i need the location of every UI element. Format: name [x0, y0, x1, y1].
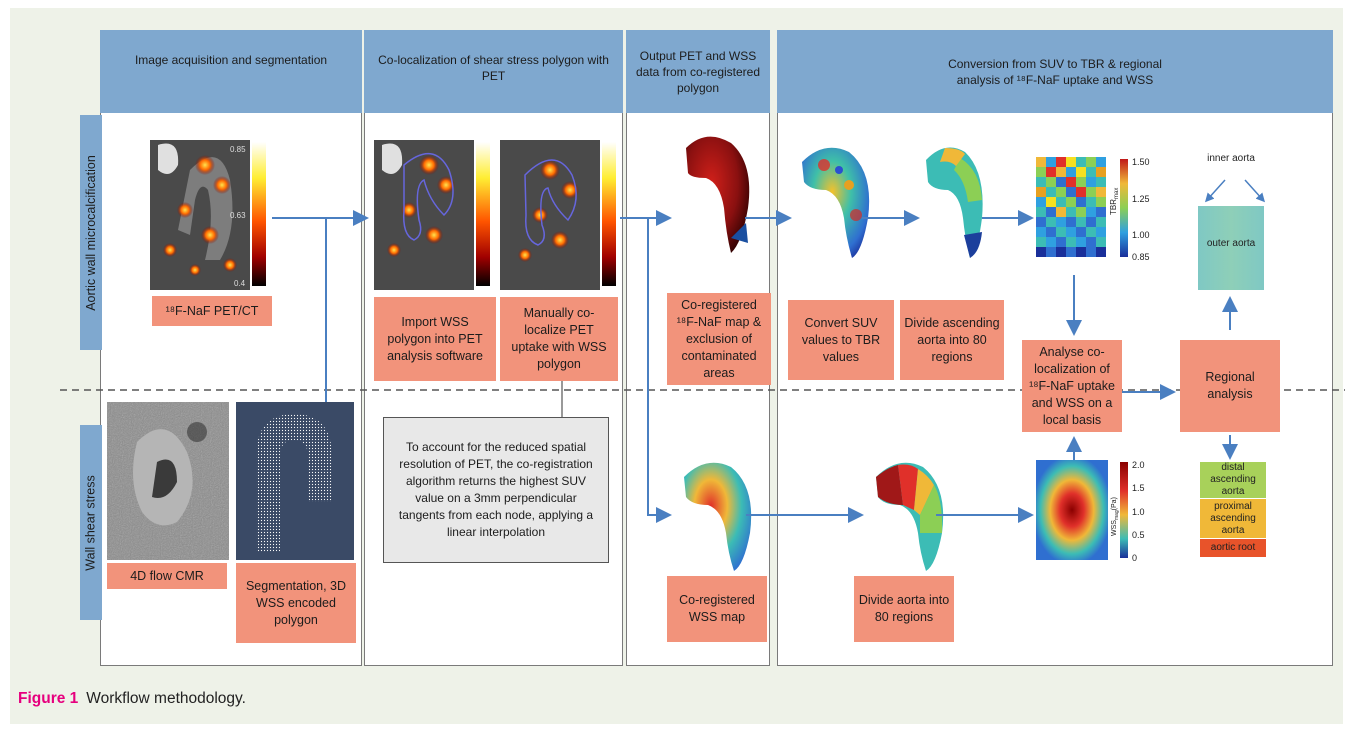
box-pet-ct-text: ¹⁸F-NaF PET/CT [165, 303, 259, 318]
aorta-regions-map [926, 147, 983, 258]
box-coregistered-wss: Co-registered WSS map [667, 576, 767, 642]
box-divide-asc-text: Divide ascending aorta into 80 regions [904, 315, 1000, 364]
aorta-wss-regions [876, 462, 944, 571]
box-segmentation-text: Segmentation, 3D WSS encoded polygon [245, 578, 347, 627]
box-4d-flow-text: 4D flow CMR [130, 568, 204, 583]
note-resolution: To account for the reduced spatial resol… [383, 417, 609, 563]
wss-tick-4: 0 [1132, 553, 1137, 563]
tbr-tick-0: 1.50 [1132, 157, 1150, 167]
box-manually-colocalize: Manually co-localize PET uptake with WSS… [500, 297, 618, 381]
outer-aorta-label: outer aorta [1206, 238, 1256, 249]
aorta-wss-map [684, 462, 752, 571]
box-segmentation: Segmentation, 3D WSS encoded polygon [236, 563, 356, 643]
4d-flow-image [107, 402, 229, 560]
pet-ct-image: 0.85 0.63 0.4 [150, 140, 266, 290]
box-analyse-colocalization: Analyse co-localization of ¹⁸F-NaF uptak… [1022, 340, 1122, 432]
aorta-tbr-map [802, 147, 870, 258]
box-import-wss-text: Import WSS polygon into PET analysis sof… [387, 314, 483, 363]
box-4d-flow: 4D flow CMR [107, 563, 227, 589]
figure-label: Figure 1 [18, 690, 79, 707]
header-conversion-line2: analysis of ¹⁸F-NaF uptake and WSS [956, 72, 1154, 87]
wss-tick-1: 1.5 [1132, 483, 1145, 493]
box-convert-suv: Convert SUV values to TBR values [788, 300, 894, 380]
header-conversion-line1: Conversion from SUV to TBR & regional [948, 56, 1162, 71]
tbr-tick-2: 1.00 [1132, 230, 1150, 240]
tbr-tick-3: 0.85 [1132, 252, 1150, 262]
tbr-axis-label: TBRmax [1109, 188, 1120, 215]
pet-scale-top: 0.85 [230, 145, 246, 154]
header-colocalization: Co-localization of shear stress polygon … [364, 30, 623, 113]
box-coreg-wss-text: Co-registered WSS map [679, 593, 755, 624]
wss-axis-label: WSSmag(Pa) [1111, 497, 1120, 536]
column-acquisition [100, 30, 362, 666]
pet-colocalize-image [500, 140, 616, 290]
header-output: Output PET and WSS data from co-register… [626, 30, 770, 113]
outer-aorta-map [1198, 206, 1264, 290]
box-manually-text: Manually co-localize PET uptake with WSS… [511, 306, 607, 371]
pet-scale-bottom: 0.4 [234, 279, 246, 288]
inner-aorta-label: inner aorta [1207, 153, 1255, 164]
header-acquisition-text: Image acquisition and segmentation [134, 53, 328, 67]
tbr-heatmap: 1.50 1.25 1.00 0.85 TBRmax [1036, 157, 1150, 262]
pet-scale-mid: 0.63 [230, 211, 246, 220]
tbr-tick-1: 1.25 [1132, 194, 1150, 204]
note-resolution-text: To account for the reduced spatial resol… [398, 440, 594, 539]
box-divide-aorta-text: Divide aorta into 80 regions [858, 593, 950, 624]
figure-caption: Figure 1 Workflow methodology. [18, 690, 246, 708]
header-conversion: Conversion from SUV to TBR & regional an… [777, 30, 1333, 113]
header-acquisition: Image acquisition and segmentation [100, 30, 362, 113]
tbr-grid [1036, 157, 1106, 257]
figure-caption-text: Workflow methodology. [86, 690, 246, 707]
region-aortic-root: aortic root [1200, 539, 1266, 557]
box-regional-analysis: Regional analysis [1180, 340, 1280, 432]
box-divide-aorta: Divide aorta into 80 regions [854, 576, 954, 642]
side-label-wall-shear-stress: Wall shear stress [80, 425, 102, 620]
dashed-separator [60, 389, 1345, 391]
wss-tick-3: 0.5 [1132, 530, 1145, 540]
box-coregistered-naf: Co-registered ¹⁸F-NaF map & exclusion of… [667, 293, 771, 385]
box-analyse-text: Analyse co-localization of ¹⁸F-NaF uptak… [1029, 344, 1115, 427]
header-colocalization-text: Co-localization of shear stress polygon … [378, 53, 609, 83]
box-pet-ct: ¹⁸F-NaF PET/CT [152, 296, 272, 326]
segmentation-mesh-image [236, 402, 354, 560]
inner-aorta-arrows [1204, 179, 1266, 203]
region-proximal: proximal ascending aorta [1200, 499, 1266, 538]
aorta-naf-map [686, 136, 750, 253]
region-distal: distal ascending aorta [1200, 462, 1266, 498]
side-label-microcalcification: Aortic wall microcalcification [80, 115, 102, 350]
wss-tick-0: 2.0 [1132, 460, 1145, 470]
box-divide-ascending: Divide ascending aorta into 80 regions [900, 300, 1004, 380]
box-convert-text: Convert SUV values to TBR values [801, 315, 881, 364]
pet-import-image [374, 140, 490, 290]
box-coreg-naf-text: Co-registered ¹⁸F-NaF map & exclusion of… [676, 297, 762, 380]
header-output-text: Output PET and WSS data from co-register… [635, 49, 761, 95]
box-regional-text: Regional analysis [1205, 370, 1255, 401]
box-import-wss: Import WSS polygon into PET analysis sof… [374, 297, 496, 381]
wss-heatmap: 2.0 1.5 1.0 0.5 0 WSSmag(Pa) [1036, 460, 1145, 563]
wss-tick-2: 1.0 [1132, 507, 1145, 517]
